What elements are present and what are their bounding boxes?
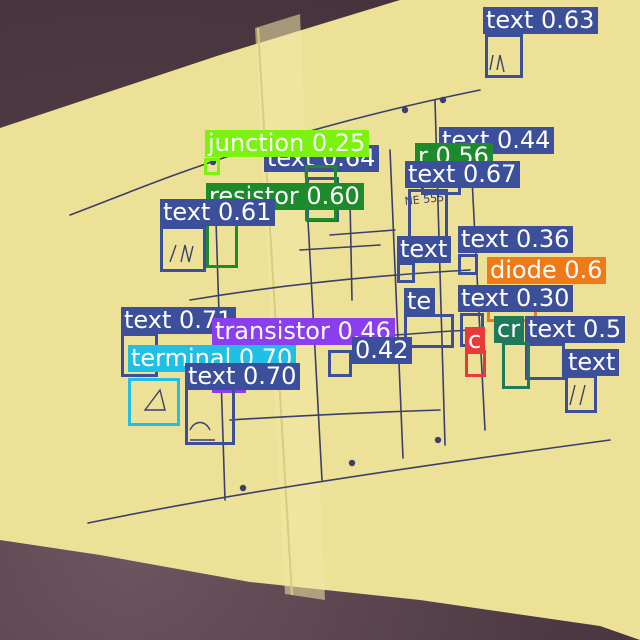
capacitor-detection-label: c bbox=[465, 327, 486, 354]
crossover-detection-label: cr bbox=[494, 316, 525, 343]
text-detection-label: text 0.70 bbox=[185, 363, 301, 390]
text-detection-label: text 0.61 bbox=[160, 199, 276, 226]
text-detection-label: text 0.36 bbox=[458, 226, 574, 253]
text-detection-box bbox=[404, 314, 454, 348]
text-detection-box bbox=[485, 34, 523, 78]
diode-detection-label: diode 0.6 bbox=[487, 257, 607, 284]
text-detection-label: text 0.63 bbox=[483, 7, 599, 34]
capacitor-detection-box bbox=[465, 350, 486, 377]
circuit-scribbles bbox=[143, 54, 586, 441]
text-detection-box bbox=[525, 343, 565, 380]
junction-detection-box bbox=[204, 158, 220, 175]
text-detection-label: text bbox=[397, 236, 452, 263]
text-detection-label: text bbox=[565, 349, 620, 376]
text-detection-box bbox=[397, 262, 415, 283]
ic-label: NE 555 bbox=[404, 191, 445, 208]
text-detection-box bbox=[328, 350, 352, 377]
paper-fold-line bbox=[257, 27, 293, 596]
text-detection-box bbox=[160, 226, 206, 272]
junction-detection-label: junction 0.25 bbox=[205, 130, 370, 157]
text-detection-label: te bbox=[404, 288, 436, 315]
crossover-detection-box bbox=[502, 342, 530, 389]
text-detection-box bbox=[458, 254, 478, 275]
text-detection-box bbox=[565, 375, 597, 413]
text-detection-label: text 0.5 bbox=[525, 316, 626, 343]
text-detection-label: text 0.67 bbox=[405, 161, 521, 188]
text-detection-box bbox=[185, 387, 235, 445]
text-detection-label: 0.42 bbox=[352, 337, 413, 364]
text-detection-label: text 0.30 bbox=[458, 285, 574, 312]
terminal-detection-box bbox=[128, 378, 180, 426]
